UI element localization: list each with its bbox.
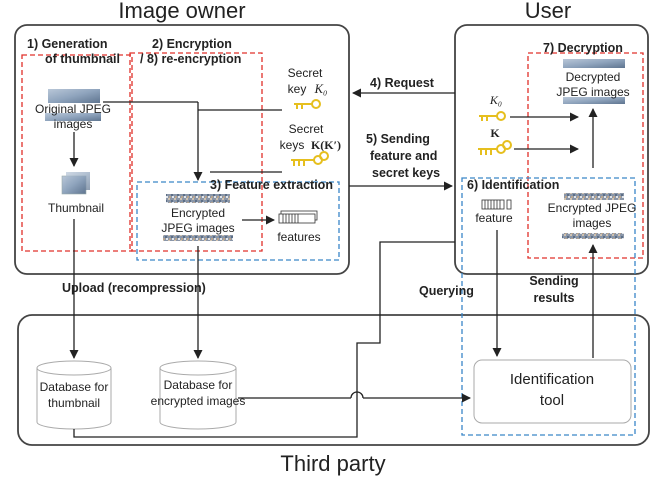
identification-tool-label: Identification [510,371,594,388]
user-encrypted-image-icon [564,193,624,200]
features-label: features [277,230,320,244]
user-keys-bundle-icon [478,140,512,155]
step2-dashed-region [129,52,263,252]
features-icon [278,210,318,224]
user-encrypted-label: Encrypted JPEG [548,201,637,215]
user-key-icon [479,111,506,121]
request-label: 4) Request [370,76,435,90]
results-label-line2: results [534,291,575,305]
original-images-label-line2: images [54,117,93,131]
querying-label: Querying [419,284,474,298]
sending-label-line2: feature and [370,149,437,163]
key-icon [294,99,321,109]
step1-label: 1) Generation [27,37,108,51]
decrypted-images-label-line2: JPEG images [556,85,629,99]
encrypted-image-icon [166,194,230,203]
thumbnail-database-icon [36,360,112,430]
step1-dashed-region [21,54,133,252]
identification-tool-label-line2: tool [540,392,564,409]
user-feature-icon [481,199,512,210]
thumbnail-db-to-user-line [73,241,455,438]
step2-label: 2) Encryption [152,37,232,51]
identification-tool-box [473,359,632,424]
user-title: User [525,0,571,23]
thumbnail-label: Thumbnail [48,201,104,215]
step7-label: 7) Decryption [543,41,623,55]
step6-dashed-region [461,177,636,436]
third-party-title: Third party [280,451,385,476]
sending-label: 5) Sending [366,132,430,146]
step6-label: 6) Identification [467,178,559,192]
decrypted-image-icon-bottom [563,97,625,104]
encrypted-db-label: Database for [164,378,233,392]
original-images-label: Original JPEG [35,102,111,116]
user-box [454,24,649,275]
encrypted-db-label-line2: encrypted images [151,394,246,408]
encrypted-image-icon-bottom [163,235,233,241]
step7-dashed-region [527,52,644,259]
thumbnail-icon-back [66,172,90,190]
user-encrypted-image-icon-bottom [562,233,624,239]
encrypted-images-label: Encrypted [171,206,225,220]
image-owner-box [14,24,350,275]
sending-label-line3: secret keys [372,166,440,180]
decrypted-image-icon [563,59,625,68]
encrypted-images-label-line2: JPEG images [161,221,234,235]
step3-label: 3) Feature extraction [210,178,333,192]
results-label: Sending [529,274,578,288]
third-party-box [17,314,650,446]
step1-label-line2: of thumbnail [45,52,120,66]
user-key-k-symbol: K [490,126,500,140]
decrypted-images-label: Decrypted [566,70,621,84]
user-encrypted-label-line2: images [573,216,612,230]
keys-bundle-icon [291,151,329,166]
original-image-stack-icon-bottom [45,113,101,121]
step2-label-line2: / 8) re-encryption [140,52,241,66]
secret-key-label: Secret [288,66,323,80]
encrypted-database-icon [159,360,237,430]
secret-key-label-line2: key [288,82,307,96]
secret-key-k0-symbol: K₀ [314,82,328,96]
user-feature-label: feature [475,211,513,225]
secret-keys-label-line2: keys [280,138,305,152]
user-key-k0-symbol: K₀ [489,93,502,107]
step3-dashed-region [136,181,340,261]
upload-label: Upload (recompression) [62,281,206,295]
image-owner-title: Image owner [118,0,245,23]
thumbnail-db-label-line2: thumbnail [48,396,100,410]
secret-keys-label: Secret [289,122,324,136]
original-image-stack-icon [48,89,100,103]
secret-keys-symbol: K(K′) [311,138,341,152]
thumbnail-db-label: Database for [40,380,109,394]
